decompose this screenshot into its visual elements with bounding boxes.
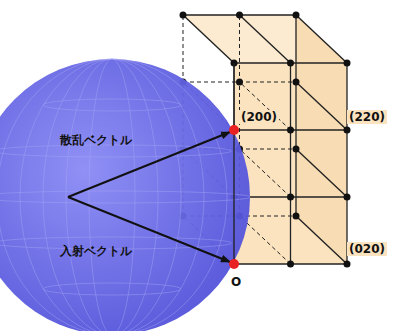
lattice-point <box>293 213 300 220</box>
lattice-index: (020) <box>347 242 387 256</box>
ewald-sphere <box>0 59 250 331</box>
lattice-point <box>287 127 294 134</box>
lattice-point <box>287 194 294 201</box>
vector-label: 散乱ベクトル <box>58 133 134 147</box>
parallel <box>43 283 181 295</box>
vector-label: 入射ベクトル <box>58 244 134 258</box>
lattice-line <box>233 63 234 264</box>
lattice-line <box>296 149 347 197</box>
lattice-face <box>296 15 347 264</box>
lattice-line <box>233 63 234 264</box>
parallel <box>0 191 250 203</box>
lattice-point <box>293 146 300 153</box>
meridian <box>89 59 135 331</box>
lattice-point <box>344 60 351 67</box>
lattice-point <box>344 261 351 268</box>
reflection-point <box>229 125 239 135</box>
lattice-point <box>344 127 351 134</box>
lattice-point <box>293 79 300 86</box>
lattice-index: (200) <box>239 110 279 124</box>
lattice-line <box>296 82 347 130</box>
meridian <box>0 59 227 331</box>
lattice-point <box>287 261 294 268</box>
lattice-line <box>240 82 291 130</box>
meridian <box>43 59 181 331</box>
parallel <box>43 99 181 111</box>
lattice-point <box>236 12 243 19</box>
lattice-point <box>180 12 187 19</box>
lattice-point <box>236 79 243 86</box>
lattice-line <box>296 216 347 264</box>
lattice-point <box>293 12 300 19</box>
lattice-point <box>344 194 351 201</box>
origin-label: O <box>229 275 243 289</box>
lattice-point <box>287 60 294 67</box>
sphere-grid <box>0 59 250 331</box>
lattice-index: (220) <box>347 110 387 124</box>
lattice-line <box>240 15 291 63</box>
lattice-line <box>295 15 296 216</box>
lattice-line <box>296 15 347 63</box>
meridian <box>66 59 158 331</box>
lattice-line <box>346 63 347 264</box>
origin-point <box>229 259 239 269</box>
meridian <box>20 59 204 331</box>
lattice-line <box>183 15 234 63</box>
lattice-line <box>290 63 291 264</box>
